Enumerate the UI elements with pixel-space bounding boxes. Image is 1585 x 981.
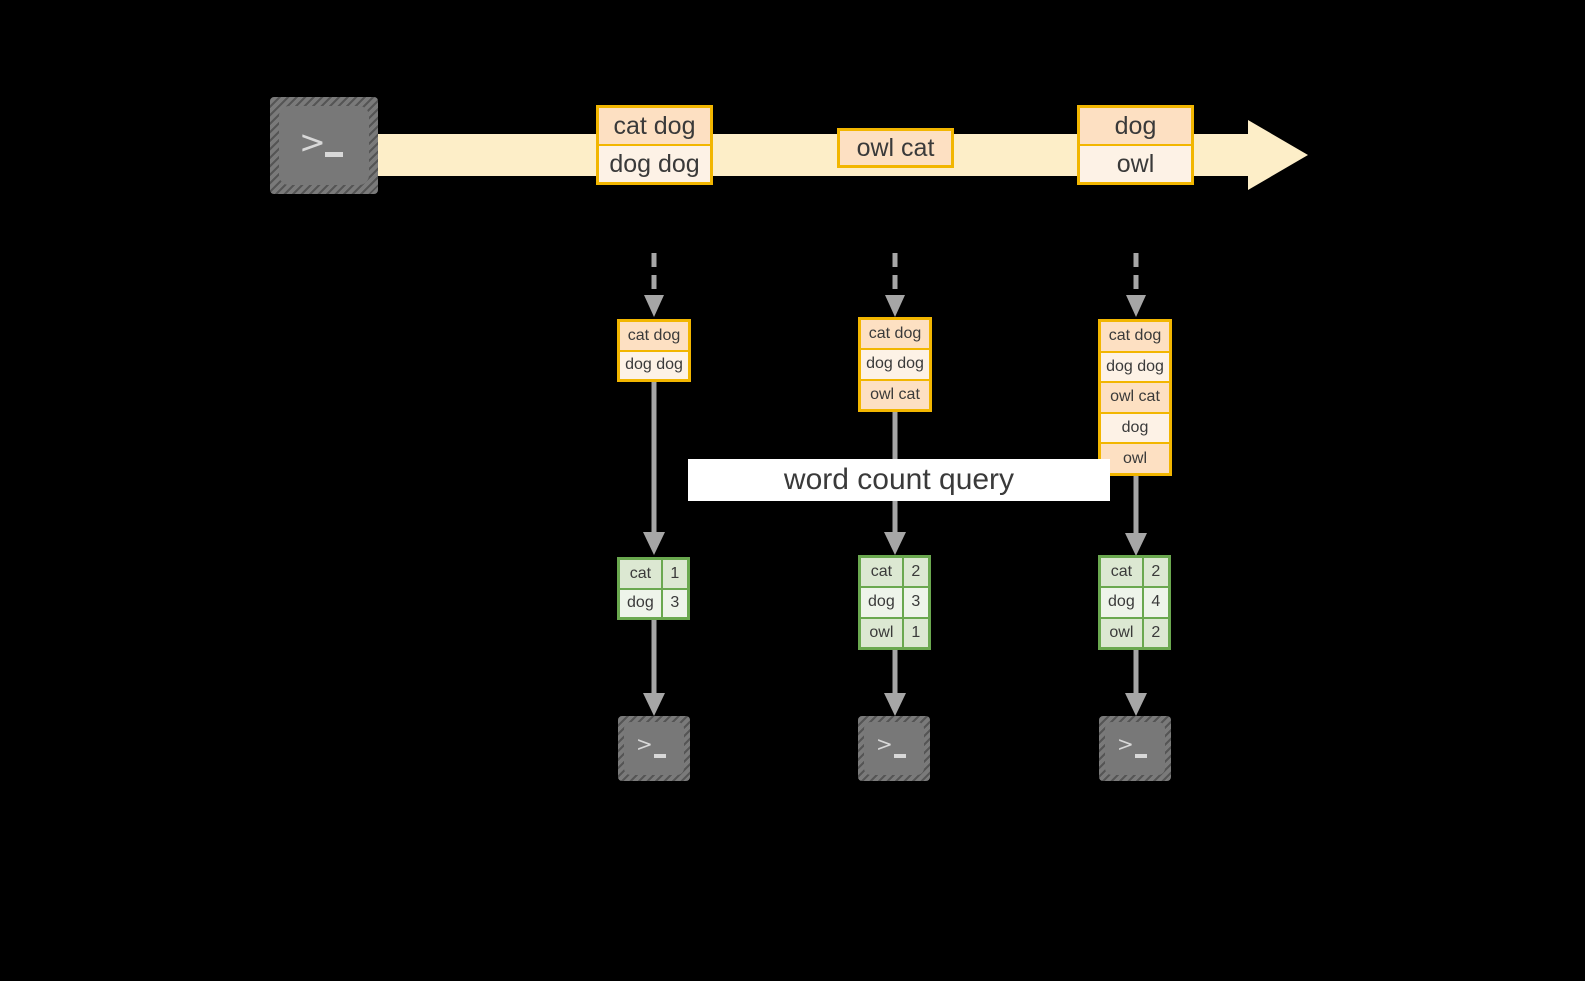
stream-record-1: cat dog dog dog	[596, 105, 713, 185]
result-value: 3	[660, 589, 687, 617]
record-line: dog dog	[599, 144, 710, 182]
result-value: 1	[660, 560, 687, 588]
result-row: dog 3	[620, 587, 687, 617]
result-row: dog 4	[1101, 586, 1168, 617]
record-line: dog	[1080, 108, 1191, 144]
stream-record-2: owl cat	[837, 128, 954, 168]
result-row: cat 2	[861, 558, 928, 587]
sink-terminal-icon-3: >	[1099, 716, 1171, 781]
stream-to-buffer-connector-1	[639, 253, 669, 319]
prompt-icon: >	[636, 732, 653, 756]
result-key: cat	[1101, 558, 1142, 587]
cursor-icon	[325, 152, 343, 157]
result-key: cat	[861, 558, 902, 587]
result-value: 4	[1141, 588, 1168, 617]
prompt-icon: >	[1117, 732, 1134, 756]
snapshot-3-buffer: cat dog dog dog owl cat dog owl	[1098, 319, 1172, 476]
result-key: cat	[620, 560, 661, 588]
buffer-line: dog	[1101, 411, 1169, 443]
cursor-icon	[1135, 754, 1147, 758]
terminal-screen	[864, 722, 924, 775]
buffer-line: owl cat	[861, 378, 929, 409]
result-key: dog	[861, 588, 902, 617]
sink-terminal-icon-1: >	[618, 716, 690, 781]
query-label-band: word count query	[688, 459, 1110, 501]
result-row: owl 1	[861, 616, 928, 647]
snapshot-2-buffer: cat dog dog dog owl cat	[858, 317, 932, 412]
query-connector-1	[639, 382, 669, 557]
result-row: cat 1	[620, 560, 687, 588]
stream-record-3: dog owl	[1077, 105, 1194, 185]
result-row: dog 3	[861, 586, 928, 617]
terminal-screen	[624, 722, 684, 775]
result-key: dog	[620, 589, 661, 617]
result-value: 3	[901, 588, 928, 617]
result-value: 2	[901, 558, 928, 587]
query-label-text: word count query	[783, 463, 1015, 496]
buffer-line: dog dog	[1101, 350, 1169, 382]
result-value: 2	[1141, 558, 1168, 587]
snapshot-1-buffer: cat dog dog dog	[617, 319, 691, 382]
result-value: 2	[1141, 618, 1168, 647]
terminal-screen	[279, 106, 369, 185]
cursor-icon	[654, 754, 666, 758]
snapshot-1-result: cat 1 dog 3	[617, 557, 690, 620]
snapshot-3-result: cat 2 dog 4 owl 2	[1098, 555, 1171, 650]
record-line: cat dog	[599, 108, 710, 144]
query-connector-3	[1121, 476, 1151, 558]
stream-to-buffer-connector-2	[880, 253, 910, 319]
record-line: owl	[1080, 144, 1191, 182]
result-to-sink-connector-3	[1121, 650, 1151, 718]
buffer-line: owl	[1101, 442, 1169, 473]
source-terminal-icon: >	[270, 97, 378, 194]
buffer-line: cat dog	[620, 322, 688, 350]
buffer-line: owl cat	[1101, 381, 1169, 412]
sink-terminal-icon-2: >	[858, 716, 930, 781]
buffer-line: dog dog	[861, 348, 929, 379]
result-to-sink-connector-1	[639, 620, 669, 718]
terminal-screen	[1105, 722, 1165, 775]
buffer-line: cat dog	[1101, 322, 1169, 351]
stream-to-buffer-connector-3	[1121, 253, 1151, 319]
snapshot-2-result: cat 2 dog 3 owl 1	[858, 555, 931, 650]
result-value: 1	[901, 618, 928, 647]
buffer-line: cat dog	[861, 320, 929, 349]
result-key: owl	[1101, 618, 1142, 647]
result-to-sink-connector-2	[880, 650, 910, 718]
result-row: owl 2	[1101, 616, 1168, 647]
record-line: owl cat	[840, 131, 951, 165]
result-key: dog	[1101, 588, 1142, 617]
result-row: cat 2	[1101, 558, 1168, 587]
buffer-line: dog dog	[620, 349, 688, 379]
prompt-icon: >	[876, 732, 893, 756]
cursor-icon	[894, 754, 906, 758]
result-key: owl	[861, 618, 902, 647]
prompt-icon: >	[299, 123, 326, 161]
